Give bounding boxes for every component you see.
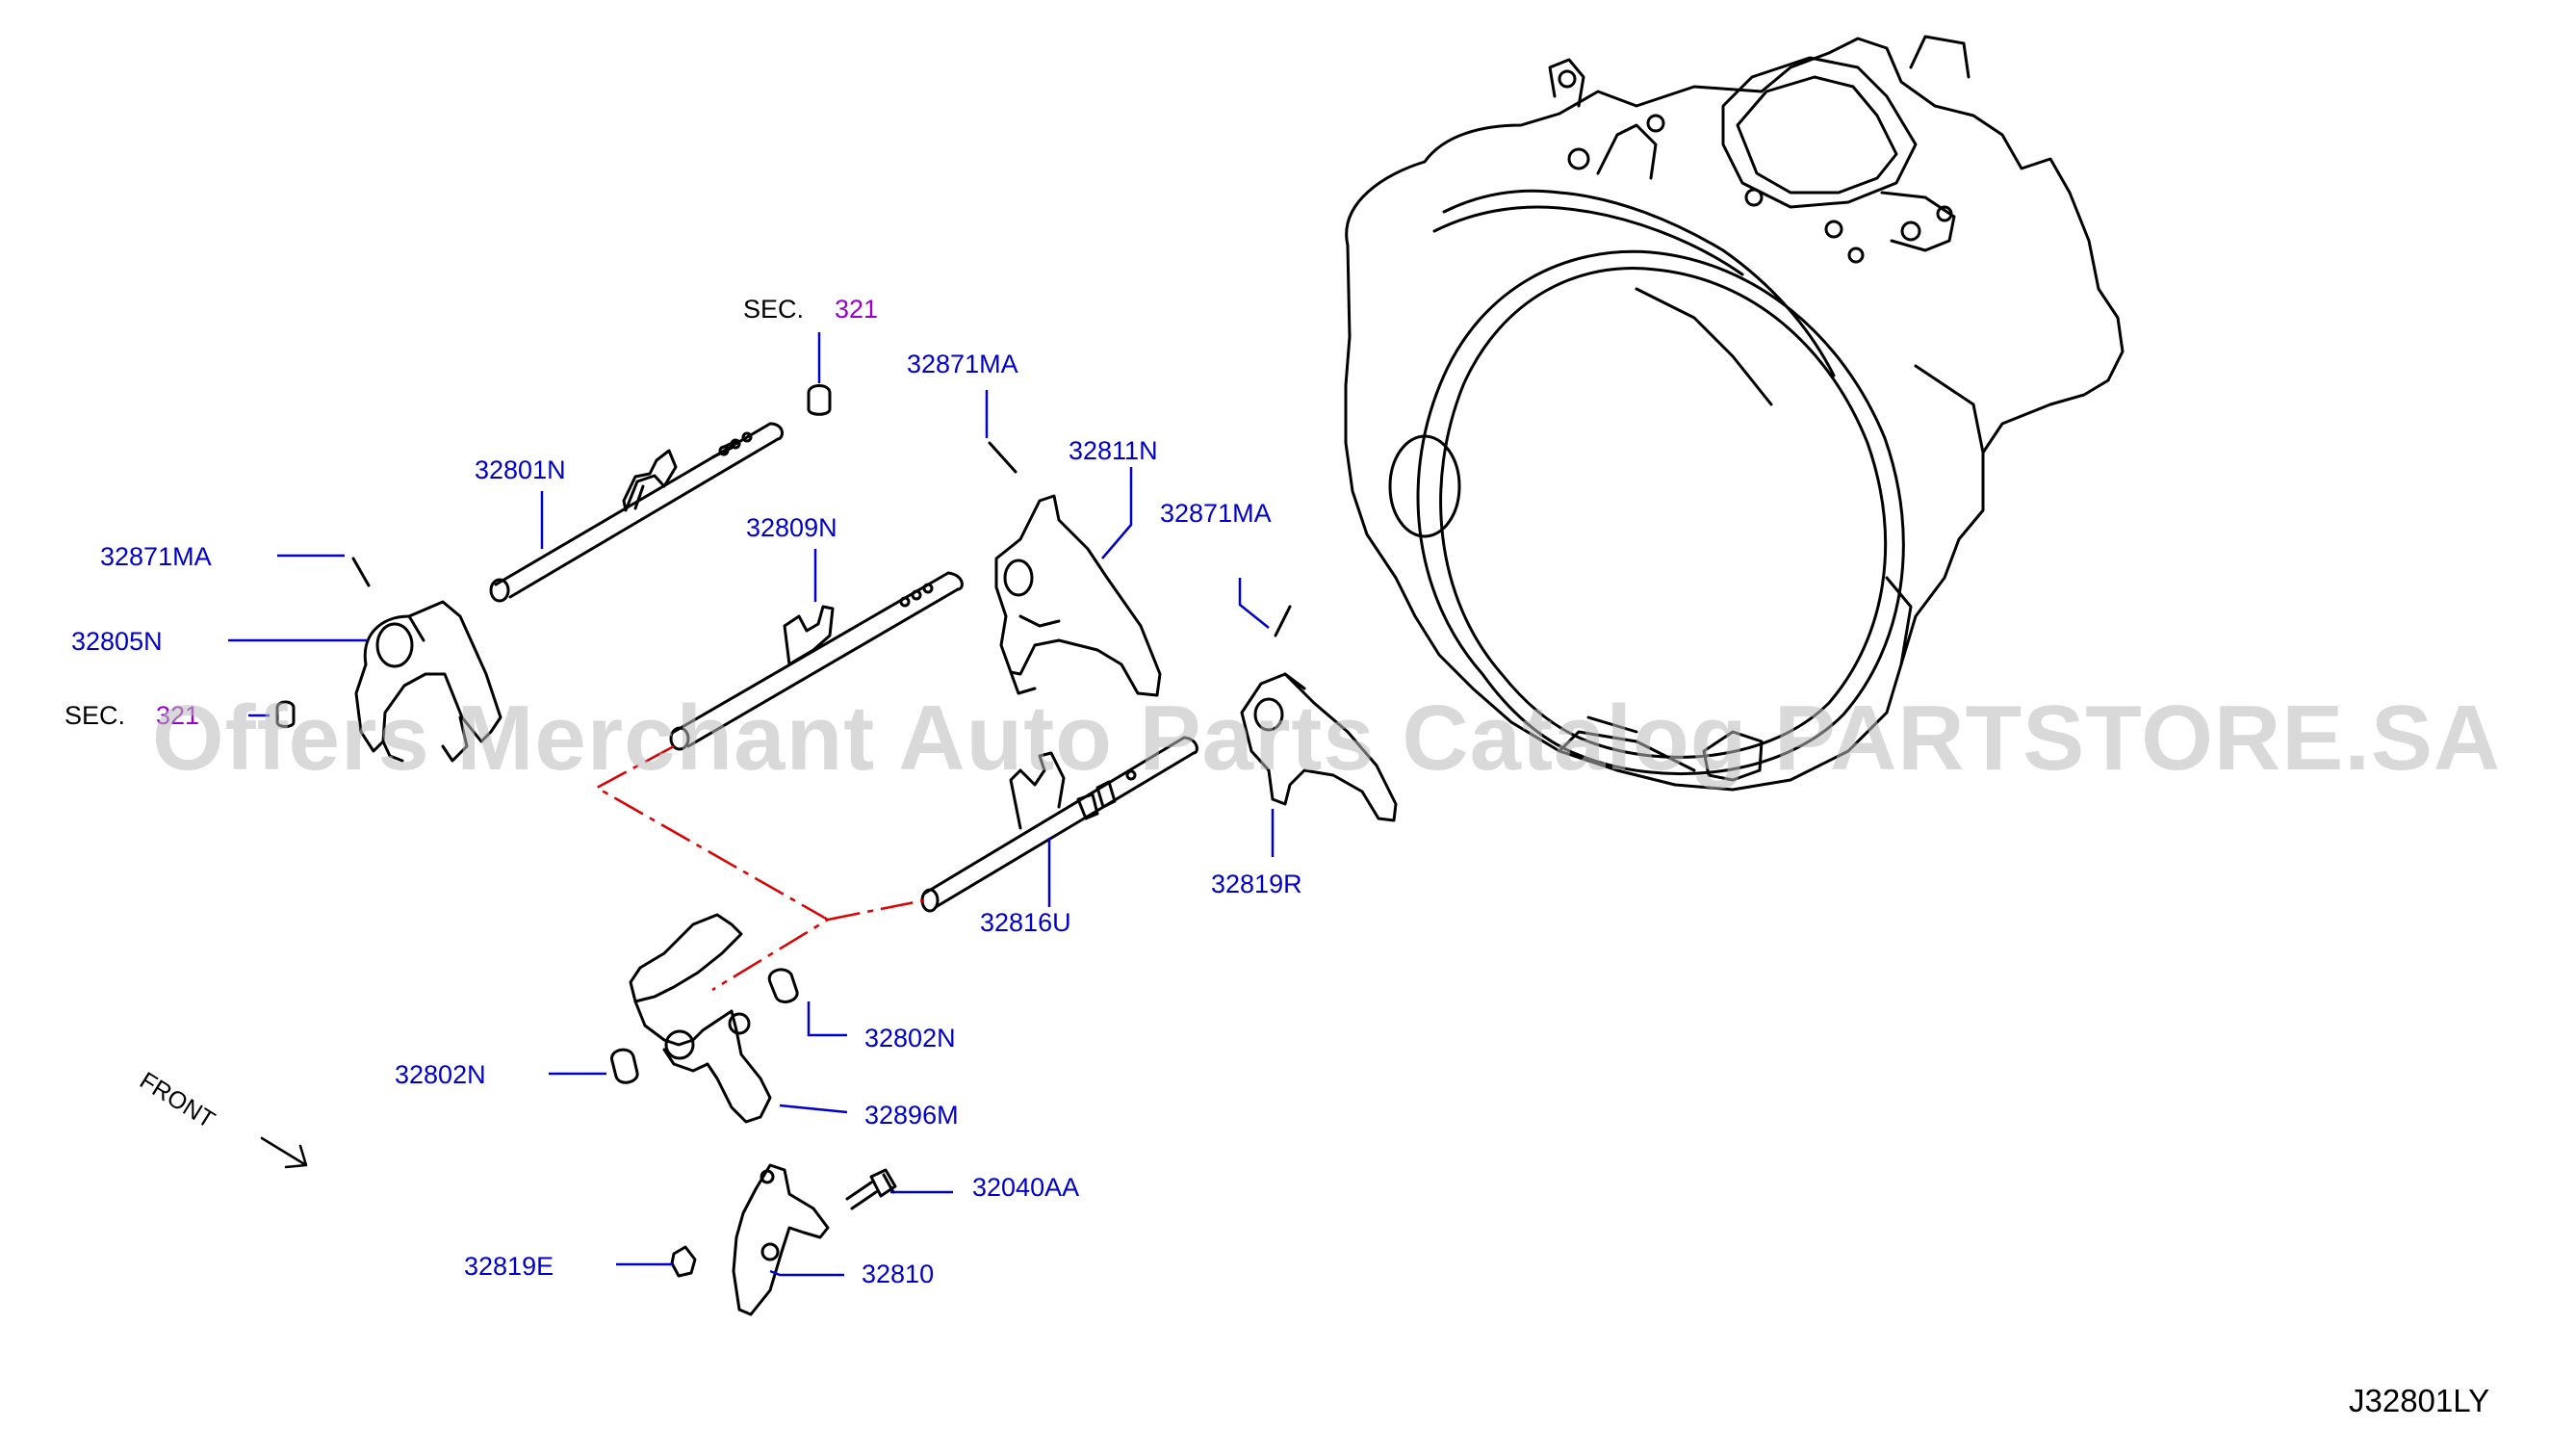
fork-rod-32801N [489,422,784,603]
transmission-case [1344,35,2125,792]
plug-sec321-top [807,384,832,416]
part-label-32805N[interactable]: 32805N [71,627,163,656]
pins-32871MA [351,441,1292,637]
plug-32802N-left [610,1048,639,1084]
sec-ref-top-number[interactable]: 321 [835,295,879,324]
sec-ref-left-prefix: SEC. [64,701,126,730]
shift-fork-32819R [1240,672,1398,822]
front-arrow-icon [260,1136,308,1169]
plug-sec321-left [275,700,296,728]
shift-fork-32811N [994,494,1162,697]
part-label-32811N[interactable]: 32811N [1069,436,1158,465]
part-label-32802N-left[interactable]: 32802N [395,1060,486,1089]
part-label-32819R[interactable]: 32819R [1211,870,1302,898]
part-label-32040AA[interactable]: 32040AA [972,1173,1080,1202]
bolt-32040AA [845,1168,897,1210]
lever-32810 [732,1163,830,1316]
part-label-32871MA-left[interactable]: 32871MA [100,542,212,571]
part-label-32819E[interactable]: 32819E [464,1252,554,1281]
sec-ref-top-prefix: SEC. [743,295,805,324]
fork-rod-32809N [669,571,964,751]
part-label-32871MA-right[interactable]: 32871MA [1160,499,1272,528]
fork-rod-32816U [920,736,1198,913]
phantom-line [594,744,925,992]
part-label-32802N-right[interactable]: 32802N [864,1024,956,1052]
part-label-32871MA-top[interactable]: 32871MA [907,350,1018,378]
part-label-32816U[interactable]: 32816U [980,908,1071,937]
bracket-32896M [629,913,772,1124]
shift-fork-32805N [354,600,502,763]
diagram-code: J32801LY [2349,1383,2490,1418]
part-label-32896M[interactable]: 32896M [864,1101,959,1130]
plug-32802N-right [767,968,799,1003]
part-label-32801N[interactable]: 32801N [475,455,566,484]
leader-lines [228,332,1275,1277]
part-label-32809N[interactable]: 32809N [746,513,837,542]
part-label-32810[interactable]: 32810 [862,1260,935,1288]
sec-ref-left-number[interactable]: 321 [156,701,200,730]
clip-32819E [670,1245,697,1278]
